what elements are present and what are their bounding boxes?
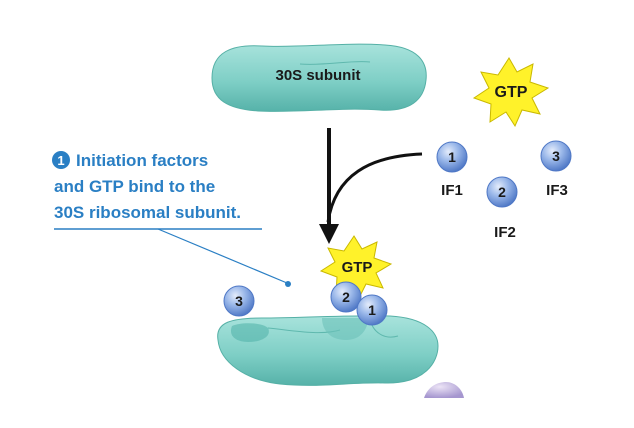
factor-if1: 1 IF1 (436, 141, 468, 199)
factor-if2-number: 2 (498, 184, 506, 200)
factor-if2-name: IF2 (494, 224, 516, 241)
step-leader-line (157, 228, 288, 284)
factor-if1-number: 1 (448, 149, 456, 165)
step-line-3: 30S ribosomal subunit. (54, 203, 241, 222)
subunit-label: 30S subunit (275, 67, 360, 84)
subunit-30s-bound (217, 315, 439, 386)
gtp-star-free: GTP (472, 57, 550, 128)
gtp-bound-label: GTP (342, 259, 373, 276)
step-number: 1 (57, 153, 64, 168)
bound-factor-if2: 2 (330, 281, 362, 313)
gtp-star-bound: GTP (319, 235, 393, 300)
gtp-free-label: GTP (495, 84, 528, 101)
bound-if2-number: 2 (342, 289, 350, 305)
arrow-factor-path (326, 152, 423, 223)
step-line-1: Initiation factors (76, 151, 208, 170)
factor-if2: 2 IF2 (486, 176, 518, 241)
subunit-30s-top: 30S subunit (211, 43, 427, 112)
factor-if3: 3 IF3 (540, 140, 572, 199)
bound-factor-if3: 3 (223, 285, 255, 317)
partial-molecule (424, 382, 464, 398)
step-number-badge (52, 151, 70, 169)
bound-if3-number: 3 (235, 293, 243, 309)
factor-if3-name: IF3 (546, 182, 568, 199)
factor-if3-number: 3 (552, 148, 560, 164)
step-leader-dot (285, 281, 291, 287)
factor-if1-name: IF1 (441, 182, 463, 199)
step-line-2: and GTP bind to the (54, 177, 215, 196)
step-annotation: 1 Initiation factors and GTP bind to the… (52, 151, 291, 287)
bound-factor-if1: 1 (356, 294, 388, 326)
bound-if1-number: 1 (368, 302, 376, 318)
